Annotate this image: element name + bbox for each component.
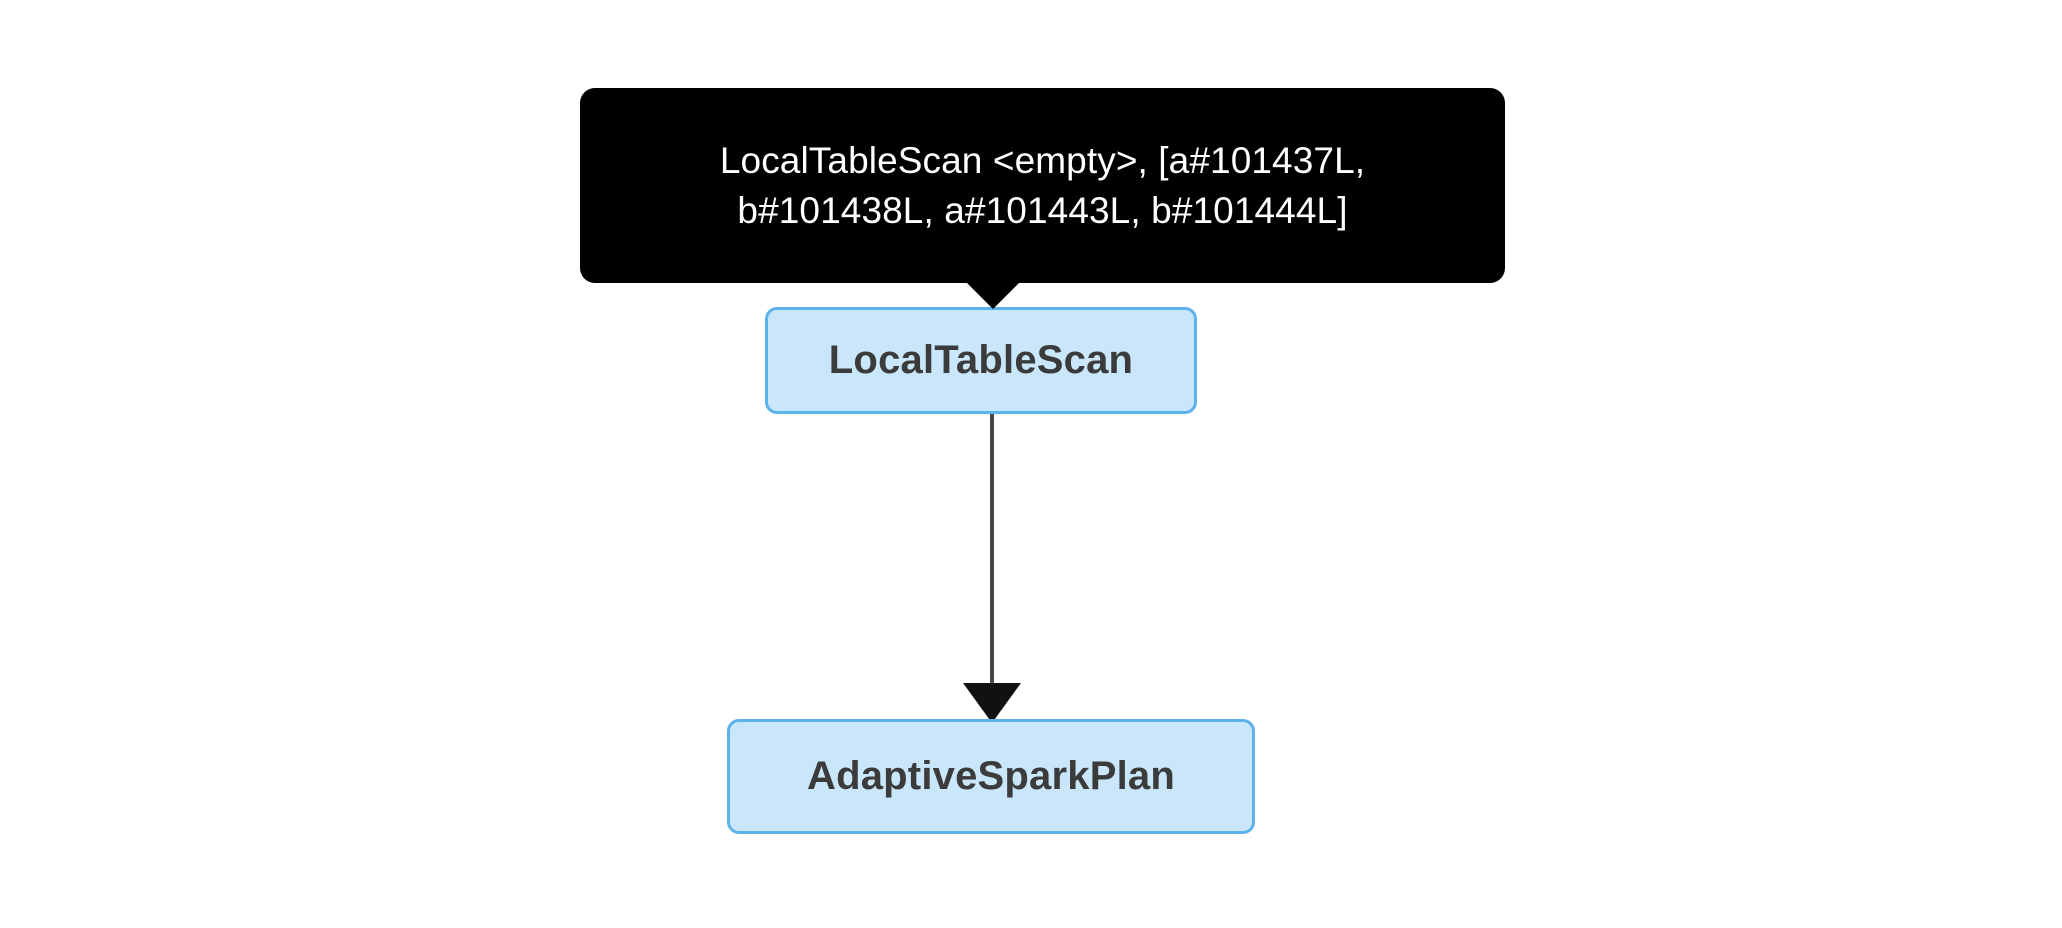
edge-localtablescan-to-adaptivesparkplan xyxy=(963,414,1021,723)
plan-node-label: LocalTableScan xyxy=(828,338,1134,382)
plan-node-localtablescan[interactable]: LocalTableScan xyxy=(765,307,1197,414)
node-tooltip: LocalTableScan <empty>, [a#101437L, b#10… xyxy=(580,88,1505,283)
tooltip-tail-icon xyxy=(965,281,1021,309)
plan-node-label: AdaptiveSparkPlan xyxy=(807,754,1175,798)
plan-node-adaptivesparkplan[interactable]: AdaptiveSparkPlan xyxy=(727,719,1255,834)
tooltip-text: LocalTableScan <empty>, [a#101437L, b#10… xyxy=(719,139,1366,231)
edge-arrowhead xyxy=(963,683,1021,723)
